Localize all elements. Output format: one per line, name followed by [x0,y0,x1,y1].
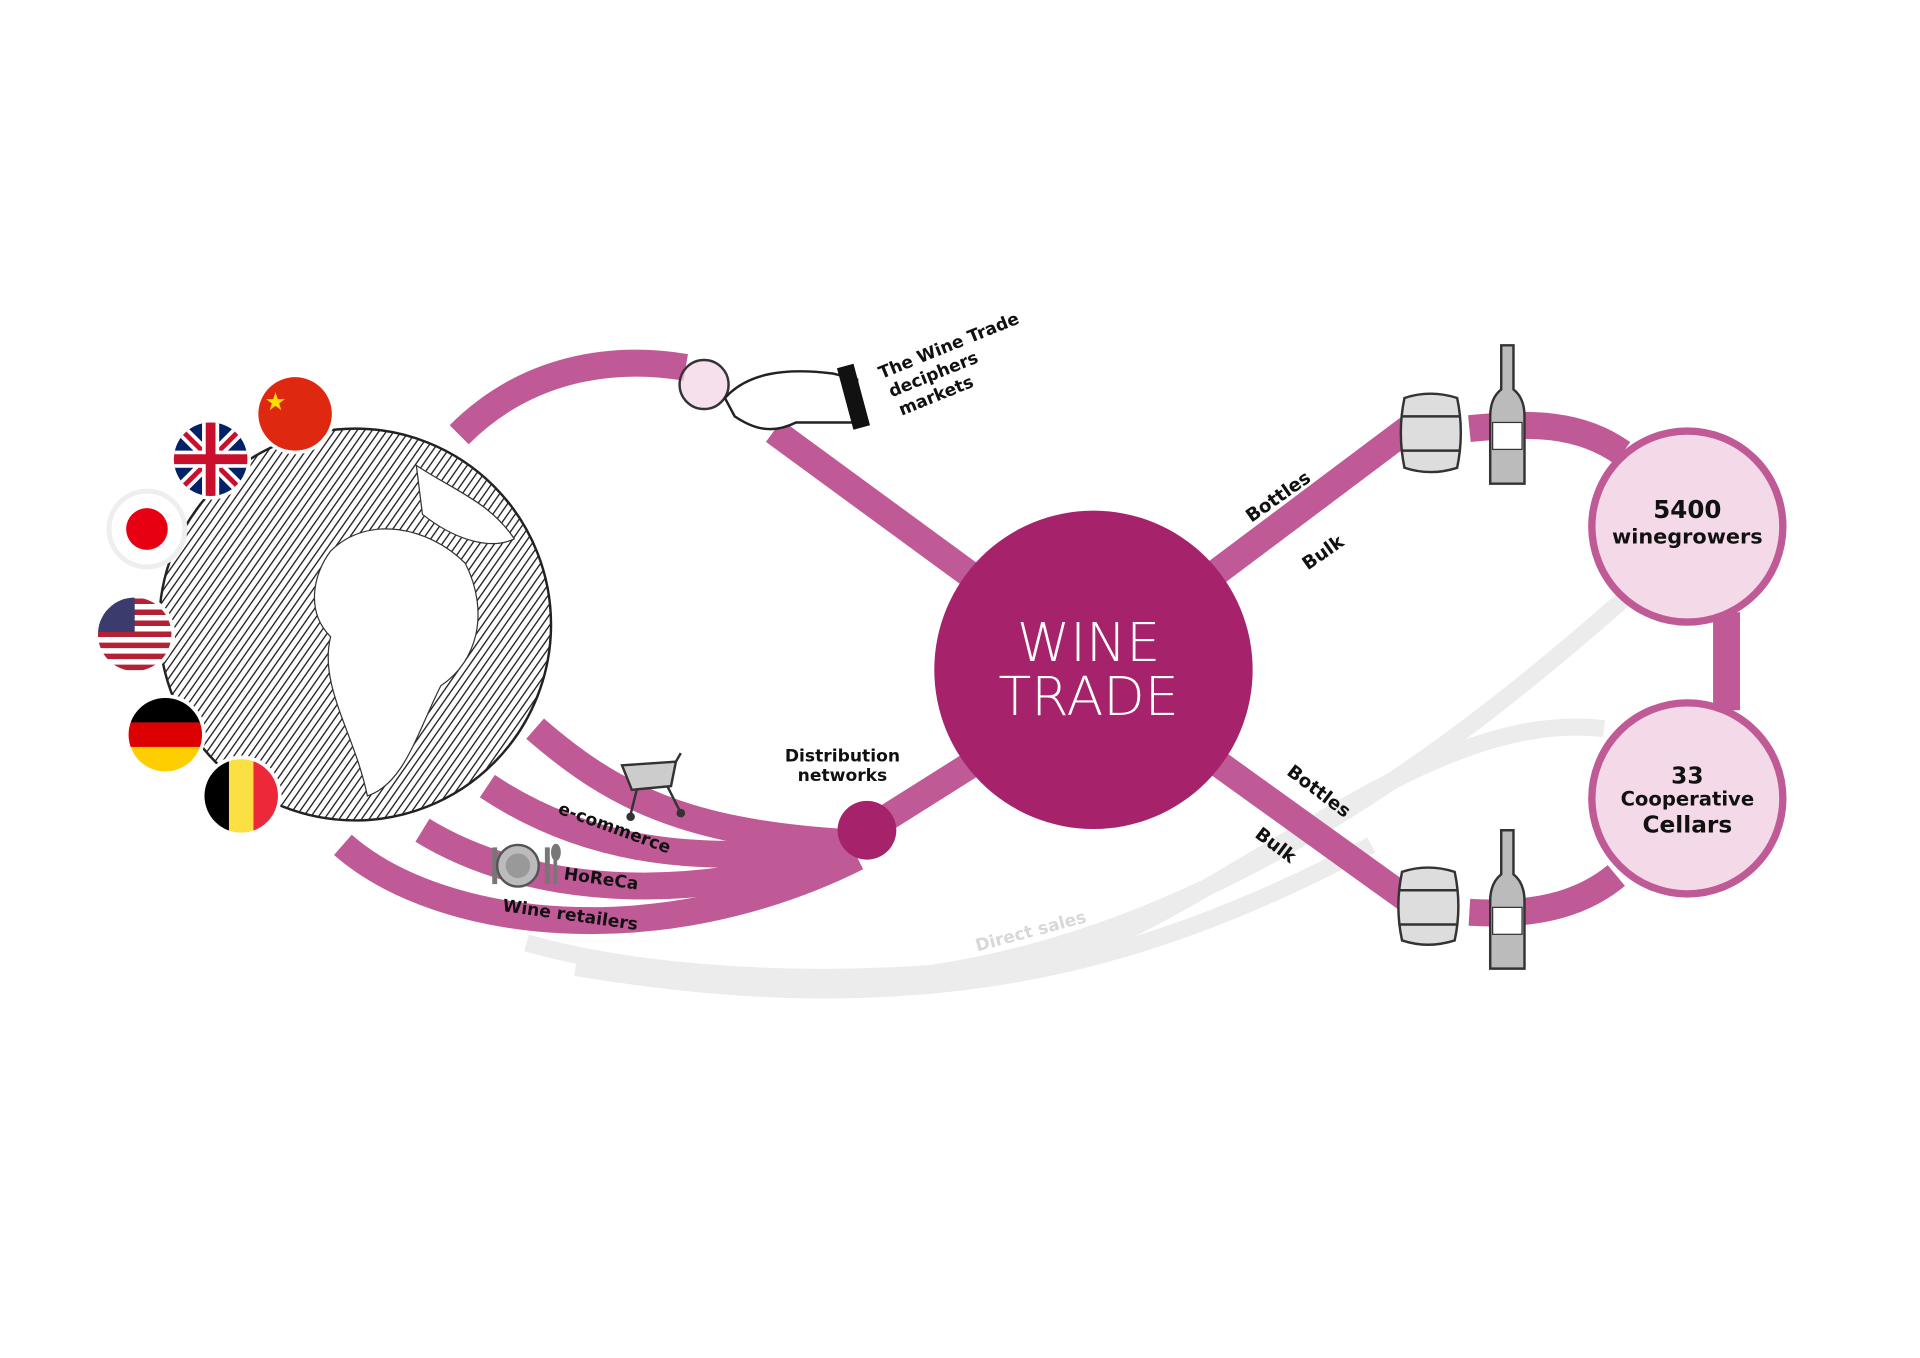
distribution-label-2: networks [798,766,888,786]
flag-japan-icon [106,488,188,570]
cellars-label-1: Cooperative [1621,788,1755,811]
flag-united-states-icon [94,593,176,675]
cooperative-cellars-node [1588,699,1787,898]
wine-bottle-icon [1488,829,1526,970]
wine-trade-title-line2: TRADE [998,665,1179,728]
barrel-icon [1399,392,1462,474]
flag-belgium-icon [200,755,282,837]
magnifying-glass-hand-icon [678,358,870,431]
distribution-node [837,800,897,860]
cellars-label-2: Cellars [1642,812,1732,839]
distribution-label-1: Distribution [785,747,900,767]
barrel-icon [1397,866,1460,946]
winegrowers-count: 5400 [1653,495,1721,524]
bulk-top-label: Bulk [1299,531,1349,575]
wine-bottle-icon [1488,344,1526,485]
direct-sales-flows [524,593,1629,999]
winegrowers-node [1588,427,1787,626]
globe-illustration [157,427,553,822]
winegrowers-label: winegrowers [1612,525,1763,549]
svg-text:★: ★ [265,387,287,416]
cellars-count: 33 [1671,763,1703,790]
shopping-cart-icon [620,752,686,822]
flag-germany-icon [124,694,206,776]
wine-trade-title-line1: WINE [1017,611,1160,674]
flag-china-icon: ★ [254,373,336,455]
wine-trade-node [934,510,1253,829]
flag-united-kingdom-icon [170,418,252,500]
deciphers-label: The Wine Trade deciphers markets [876,309,1022,420]
plate-cutlery-icon [492,843,561,888]
